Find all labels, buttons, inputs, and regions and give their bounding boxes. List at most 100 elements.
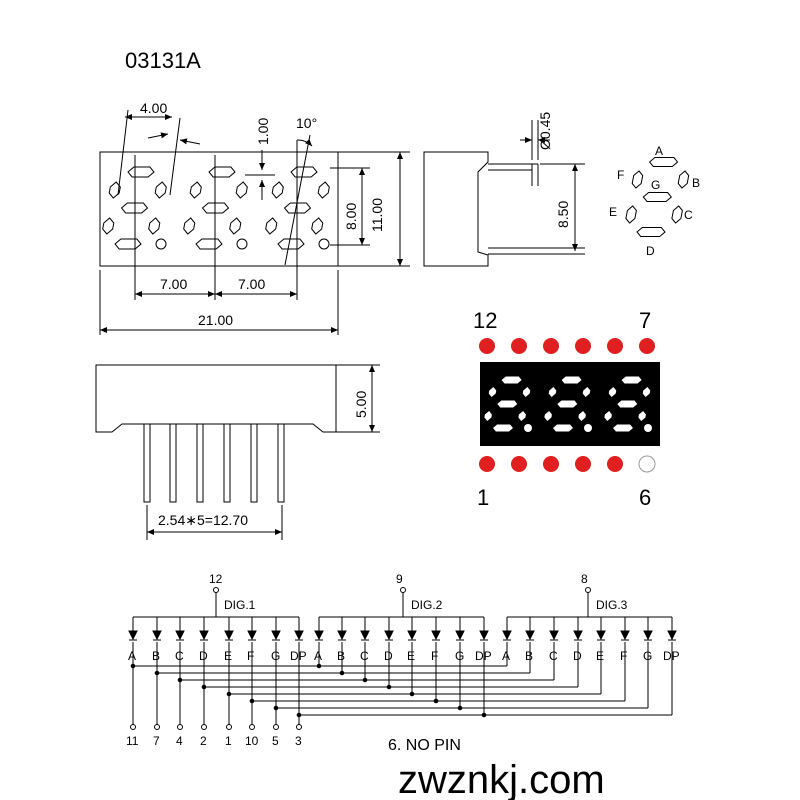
segment-a <box>648 157 679 167</box>
segment-pin-terminal <box>130 724 136 730</box>
junction-dot <box>273 705 279 711</box>
diode-icon <box>596 630 606 641</box>
segment-label: E <box>224 649 232 663</box>
side-body-outline <box>423 151 489 267</box>
segment-d <box>553 424 573 432</box>
decimal-point <box>236 238 248 250</box>
bottom-pin <box>223 423 231 503</box>
pin-dot-bottom <box>511 456 527 472</box>
segment-pin-terminal <box>273 724 279 730</box>
diode-icon <box>549 630 559 641</box>
segment-label: A <box>314 649 322 663</box>
segment-label: DP <box>663 649 680 663</box>
diode-icon <box>224 630 234 641</box>
common-pin-terminal <box>400 587 406 593</box>
diode-icon <box>455 630 465 641</box>
diode-icon <box>175 630 185 641</box>
front-body-outline <box>99 151 339 267</box>
segment-label: DP <box>290 649 307 663</box>
label-seg-width: 1.00 <box>255 118 271 145</box>
segment-f <box>108 181 121 199</box>
segment-b <box>235 181 248 199</box>
junction-dot <box>226 691 232 697</box>
label-total-width: 21.00 <box>198 312 233 328</box>
label-pin-dia: Ø0.45 <box>537 112 553 150</box>
label-pitch-2: 7.00 <box>238 276 265 292</box>
ext-digit-right <box>169 117 181 196</box>
legend-label-a: A <box>655 144 663 158</box>
segment-pin-number: 2 <box>200 734 207 748</box>
dim-seg-arrow-a <box>147 132 169 139</box>
common-pin-terminal <box>213 587 219 593</box>
display-digit <box>604 376 652 432</box>
segment-a <box>561 376 582 384</box>
segment-c <box>518 411 526 421</box>
bottom-dim-labels: 5.00 2.54∗5=12.70 <box>158 391 369 528</box>
digit-label: DIG.3 <box>596 598 628 612</box>
segment-c <box>578 411 586 421</box>
segment-label: D <box>199 649 208 663</box>
legend-label-c: C <box>684 208 693 222</box>
bottom-pin <box>143 423 151 503</box>
segment-f <box>608 387 617 397</box>
digit-label: DIG.2 <box>411 598 443 612</box>
diode-icon <box>573 630 583 641</box>
label-slant: 10° <box>296 115 317 131</box>
diode-icon <box>247 630 257 641</box>
pin-dot-bottom <box>479 456 495 472</box>
segment-b <box>642 387 651 397</box>
digit-label: DIG.1 <box>224 598 256 612</box>
side-dim-labels: Ø0.45 8.50 <box>537 112 571 228</box>
diode-icon <box>407 630 417 641</box>
segment-label: D <box>573 649 582 663</box>
no-pin-note: 6. NO PIN <box>388 737 461 754</box>
front-digits <box>102 166 330 250</box>
segment-d <box>195 238 223 250</box>
segment-c <box>229 217 242 235</box>
segment-label: E <box>407 649 415 663</box>
segment-g <box>557 400 578 408</box>
bottom-pin <box>169 423 177 503</box>
display-digit <box>544 376 592 432</box>
segment-label: C <box>175 649 184 663</box>
front-dim-labels: 4.00 1.00 10° 7.00 7.00 21.00 8.00 11.00 <box>140 100 385 328</box>
junction-dot <box>409 691 415 697</box>
segment-g <box>617 400 638 408</box>
legend-label-g: G <box>651 178 660 192</box>
bottom-pin <box>250 423 258 503</box>
pin-label-bottom-right: 6 <box>639 485 651 510</box>
pin-dot-top <box>543 338 559 354</box>
segment-pin-number: 1 <box>225 734 232 748</box>
pin-label-bottom-left: 1 <box>477 485 489 510</box>
segment-b <box>154 181 167 199</box>
segment-e <box>604 411 612 421</box>
dim-seg-arrow-b <box>179 138 201 145</box>
bottom-body-outline <box>95 364 337 433</box>
segment-e <box>102 217 115 235</box>
bottom-pin <box>196 423 204 503</box>
segment-pin-number: 11 <box>126 734 139 748</box>
junction-dot <box>249 698 255 704</box>
diode-icon <box>620 630 630 641</box>
segment-a <box>621 376 642 384</box>
junction-dot <box>177 677 183 683</box>
segment-legend: A B C D E F G <box>609 144 700 258</box>
segment-g <box>497 400 518 408</box>
diode-icon <box>152 630 162 641</box>
common-pin-number: 8 <box>581 572 588 586</box>
diode-icon <box>525 630 535 641</box>
diode-icon <box>502 630 512 641</box>
decimal-point <box>584 424 592 432</box>
segment-label: A <box>502 649 510 663</box>
segment-d <box>114 238 142 250</box>
segment-b <box>522 387 531 397</box>
junction-dot <box>457 705 463 711</box>
diode-icon <box>667 630 677 641</box>
segment-a <box>208 166 236 178</box>
segment-pin-terminal <box>249 724 255 730</box>
diode-icon <box>128 630 138 641</box>
common-pin-number: 12 <box>209 572 223 586</box>
part-number: 03131A <box>125 48 201 73</box>
